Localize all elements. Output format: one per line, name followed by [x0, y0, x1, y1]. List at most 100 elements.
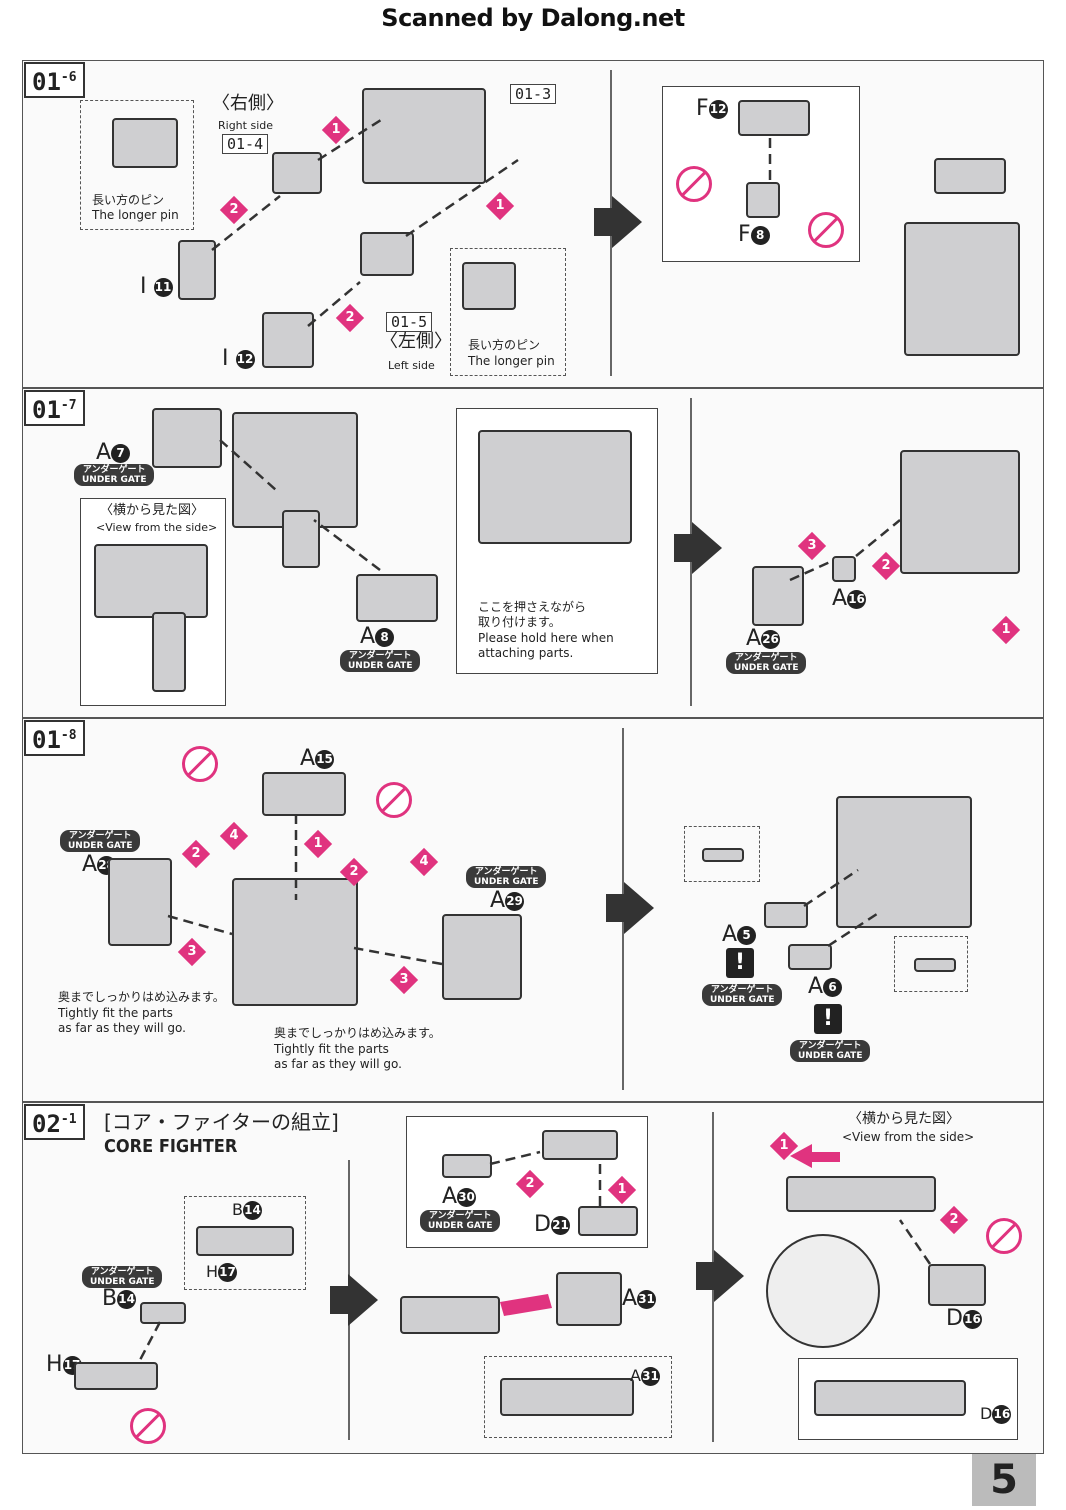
- part-label-b14: B14: [102, 1286, 137, 1311]
- core-fighter-detail-part: [196, 1226, 294, 1256]
- next-step-arrow: [330, 1274, 378, 1326]
- fit-note-en-left-2: as far as they will go.: [58, 1021, 186, 1035]
- part-label-a16: A16: [832, 586, 867, 611]
- assembly-arrow: [803, 868, 859, 908]
- part-d16-illustration: [928, 1264, 986, 1306]
- part-a7-illustration: [152, 408, 222, 468]
- part-b14-illustration: [140, 1302, 186, 1324]
- assembly-arrow: [405, 158, 519, 238]
- shoulder-joint-right: [272, 152, 322, 194]
- part-label-h17-detail: H17: [206, 1262, 238, 1282]
- a31-detail-box: [484, 1356, 672, 1438]
- fit-note-en-right-2: as far as they will go.: [274, 1057, 402, 1071]
- assembly-arrow: [898, 1219, 932, 1265]
- a31-detail-fighter: [500, 1378, 634, 1416]
- no-cut-icon: [182, 746, 218, 782]
- shoulder-joint-left: [360, 232, 414, 276]
- step-number-01-7: 01-7: [24, 390, 85, 426]
- part-a16-illustration: [832, 556, 856, 582]
- part-a15-illustration: [262, 772, 346, 816]
- next-step-arrow: [594, 196, 642, 248]
- next-step-arrow: [696, 1250, 744, 1302]
- zoom-circle: [766, 1234, 880, 1348]
- fit-note-en-left-1: Tightly fit the parts: [58, 1006, 173, 1020]
- no-cut-icon: [130, 1408, 166, 1444]
- side-view-label-jp: 〈横から見た図〉: [848, 1111, 960, 1127]
- pin-note-en-left: The longer pin: [468, 354, 555, 368]
- core-fighter-title-en: CORE FIGHTER: [104, 1136, 238, 1157]
- part-a29-illustration: [442, 914, 522, 1000]
- part-label-a31: A31: [622, 1286, 657, 1311]
- step-number-01-6: 01-6: [24, 62, 85, 98]
- assembly-arrow: [353, 946, 443, 966]
- hold-here-torso: [478, 430, 632, 544]
- no-cut-icon: [986, 1218, 1022, 1254]
- part-a8-illustration: [356, 574, 438, 622]
- core-fighter-detail-box: [184, 1196, 306, 1290]
- left-side-label-en: Left side: [388, 359, 435, 372]
- vent-detail-box-a5: [684, 826, 760, 882]
- part-label-f12: F12: [696, 96, 728, 121]
- part-label-i11: I 11: [140, 274, 173, 299]
- assembly-arrow: [138, 1321, 162, 1361]
- part-label-i12: I 12: [222, 346, 255, 371]
- assembled-torso: [904, 222, 1020, 356]
- hold-here-jp-line1: ここを押さえながら: [478, 600, 587, 614]
- part-label-d21: D21: [534, 1212, 570, 1237]
- part-i11-illustration: [178, 240, 216, 300]
- nose-part-illustration: [542, 1130, 618, 1160]
- part-label-a31-detail: A31: [630, 1366, 660, 1386]
- right-side-label-en: Right side: [218, 119, 273, 132]
- fit-note-en-right-1: Tightly fit the parts: [274, 1042, 389, 1056]
- core-fighter-body: [400, 1296, 500, 1334]
- side-view-core-fighter: [786, 1176, 936, 1212]
- part-d21-illustration: [578, 1206, 638, 1236]
- part-a26-illustration: [752, 566, 804, 626]
- side-view-torso: [94, 544, 208, 618]
- part-i12-illustration: [262, 312, 314, 368]
- assembled-waist: [836, 796, 972, 928]
- side-view-label-jp: 〈横から見た図〉: [100, 503, 205, 518]
- next-step-arrow: [606, 882, 654, 934]
- core-fighter-title-jp: [コア・ファイターの組立]: [104, 1110, 339, 1134]
- page-number: 5: [972, 1454, 1036, 1506]
- part-f8-illustration: [746, 182, 780, 218]
- part-a30-illustration: [442, 1154, 492, 1178]
- fit-note-jp-right: 奥までしっかりはめ込みます。: [274, 1026, 441, 1040]
- assembly-arrow: [307, 281, 361, 327]
- assembly-arrow: [211, 195, 281, 251]
- head-top-part: [934, 158, 1006, 194]
- part-a28-illustration: [108, 858, 172, 946]
- assembly-arrow: [789, 560, 831, 582]
- next-step-arrow: [674, 522, 722, 574]
- side-view-spine: [152, 612, 186, 692]
- fit-note-jp-left: 奥までしっかりはめ込みます。: [58, 990, 225, 1004]
- assembly-arrow: [489, 1150, 541, 1166]
- assembled-torso-step2: [900, 450, 1020, 574]
- part-h17-illustration: [74, 1362, 158, 1390]
- part-a6-illustration: [788, 944, 832, 970]
- ref-01-3: 01-3: [510, 84, 557, 104]
- step-panel-01-6: [22, 60, 1044, 388]
- torso-lower-spine: [282, 510, 320, 568]
- warning-icon: !: [814, 1004, 842, 1034]
- pin-detail-box-left: [450, 248, 566, 376]
- pin-part-illustration-left: [462, 262, 516, 310]
- vent-detail-a6: [914, 958, 956, 972]
- part-label-a30: A30: [442, 1184, 477, 1209]
- pin-note-jp-left: 長い方のピン: [468, 338, 541, 352]
- step-number-01-8: 01-8: [24, 720, 85, 756]
- warning-icon: !: [726, 948, 754, 978]
- no-cut-icon: [676, 166, 712, 202]
- step-number-02-1: 02-1: [24, 1104, 85, 1140]
- left-side-label-jp: 〈左側〉: [380, 331, 452, 352]
